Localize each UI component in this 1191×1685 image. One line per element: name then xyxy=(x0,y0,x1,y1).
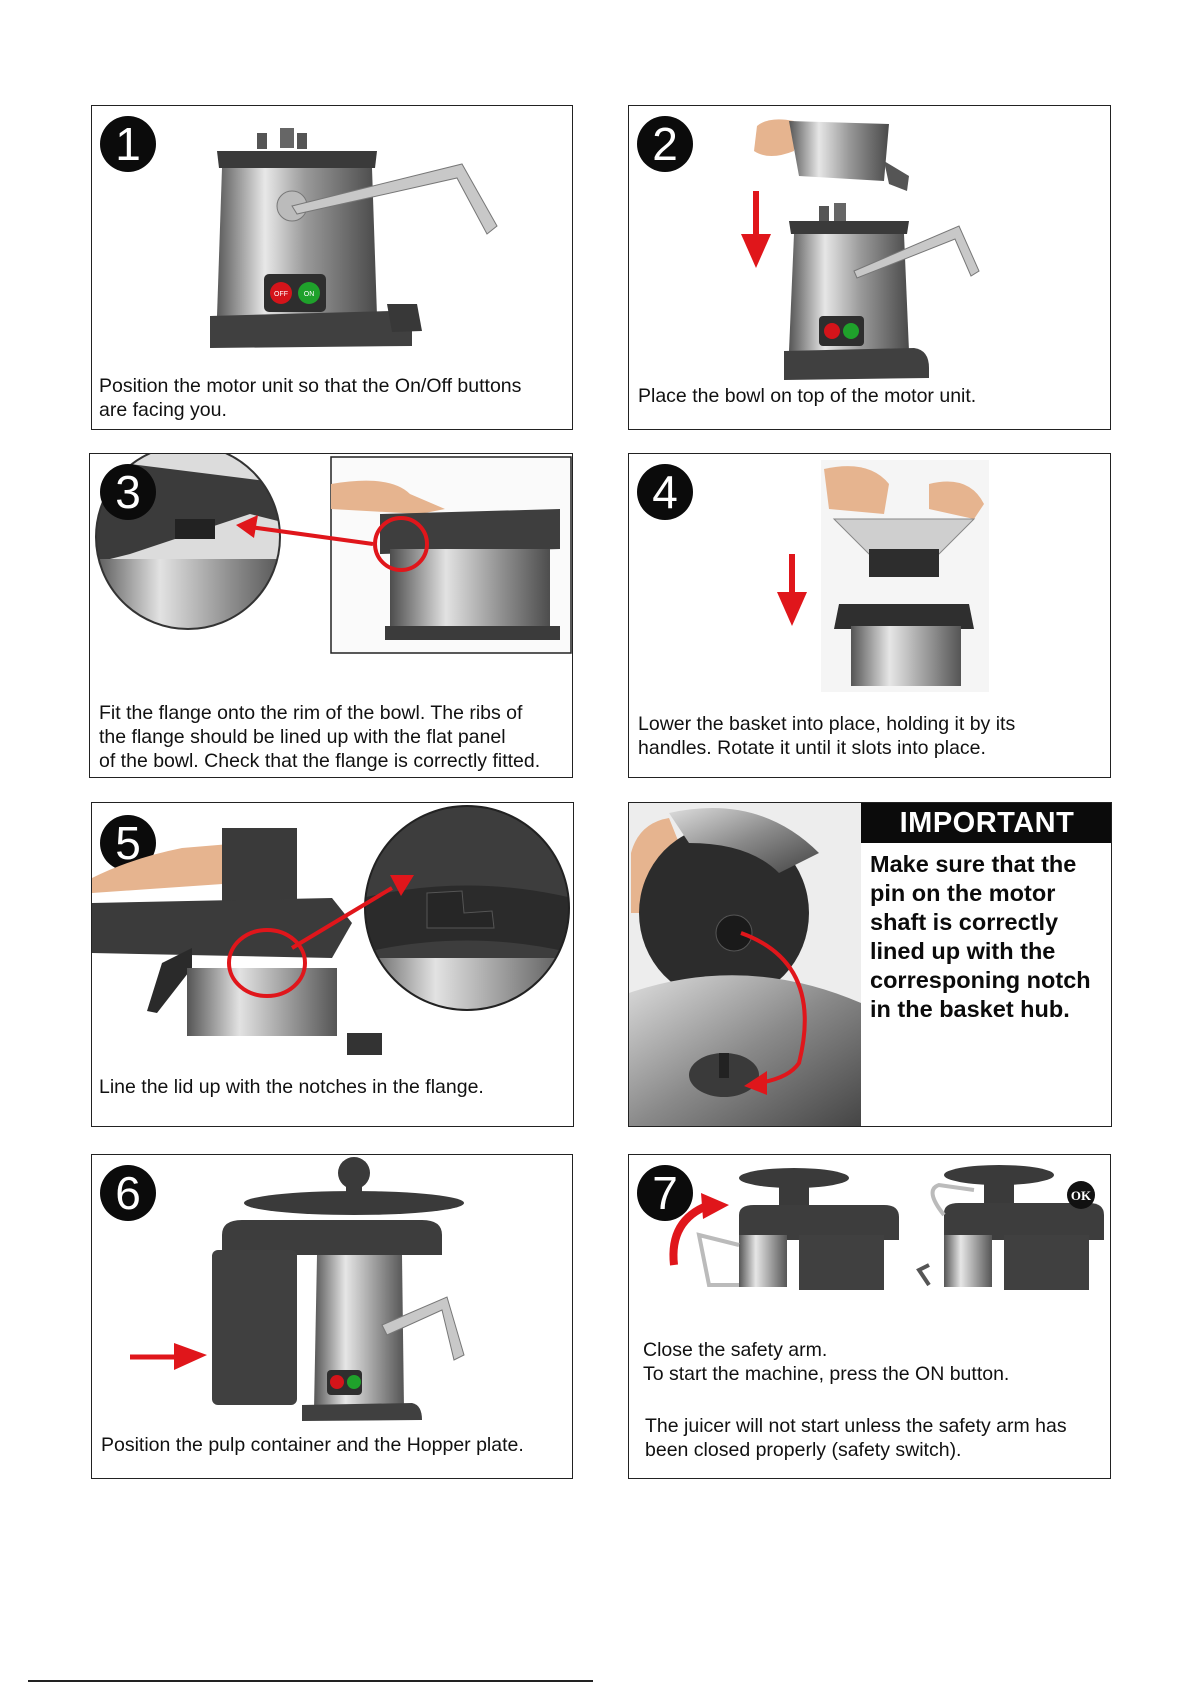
step-1-panel: 1 OFF ON Position the motor unit so that… xyxy=(91,105,573,430)
left-arrow-icon xyxy=(249,525,374,546)
step-7-number: 7 xyxy=(637,1165,693,1221)
step-4-panel: 4 Lower the basket into place, holding i… xyxy=(628,453,1111,778)
svg-text:OFF: OFF xyxy=(274,291,288,298)
curved-arrow-icon xyxy=(740,931,807,1085)
basket-hub-image xyxy=(629,803,861,1126)
important-panel: IMPORTANT Make sure that the pin on the … xyxy=(628,802,1112,1127)
step-7-caption: Close the safety arm. To start the machi… xyxy=(643,1339,1010,1385)
step-1-caption: Position the motor unit so that the On/O… xyxy=(99,375,522,421)
step-6-caption: Position the pulp container and the Hopp… xyxy=(101,1434,524,1456)
diagonal-arrow-icon xyxy=(290,886,394,950)
svg-text:ON: ON xyxy=(304,291,315,298)
off-button-icon xyxy=(270,282,292,304)
step-3-panel: 3 Fit the flange onto the rim of the bow… xyxy=(89,453,573,778)
step-5-caption: Line the lid up with the notches in the … xyxy=(99,1076,484,1098)
step-3-number: 3 xyxy=(100,464,156,520)
flange-fitting-image xyxy=(95,454,572,654)
step-3-caption: Fit the flange onto the rim of the bowl.… xyxy=(99,702,541,772)
step-6-panel: 6 Position the pulp container and the Ho… xyxy=(91,1154,573,1479)
pulp-container-image xyxy=(130,1157,465,1421)
important-text: Make sure that the pin on the motor shaf… xyxy=(870,851,1091,1022)
safety-arm-image: OK xyxy=(669,1165,1104,1290)
ok-badge-icon xyxy=(1067,1181,1095,1209)
important-heading: IMPORTANT xyxy=(861,803,1111,843)
step-5-panel: 5 Line the lid up with the notches in th… xyxy=(91,802,574,1127)
step-2-caption: Place the bowl on top of the motor unit. xyxy=(638,385,977,407)
motor-unit-image: OFF ON xyxy=(210,128,498,348)
svg-text:OK: OK xyxy=(1071,1188,1092,1203)
highlight-circle-icon xyxy=(227,928,307,998)
step-4-number: 4 xyxy=(637,464,693,520)
step-6-number: 6 xyxy=(100,1165,156,1221)
step-5-number: 5 xyxy=(100,815,156,871)
step-2-number: 2 xyxy=(637,116,693,172)
curved-arrow-icon xyxy=(669,1201,711,1266)
highlight-circle-icon xyxy=(373,516,429,572)
step-1-number: 1 xyxy=(100,116,156,172)
step-7-panel: 7 OK Close the safety arm. To start the … xyxy=(628,1154,1111,1479)
lid-alignment-image xyxy=(92,805,570,1055)
on-button-icon xyxy=(298,282,320,304)
page-footer-rule xyxy=(28,1680,593,1682)
step-2-panel: 2 Place the bowl on top of the motor uni… xyxy=(628,105,1111,430)
step-4-caption: Lower the basket into place, holding it … xyxy=(638,713,1016,759)
bowl-placement-image xyxy=(741,119,980,380)
basket-lowering-image xyxy=(777,460,989,692)
step-7-note: The juicer will not start unless the saf… xyxy=(645,1415,1067,1461)
